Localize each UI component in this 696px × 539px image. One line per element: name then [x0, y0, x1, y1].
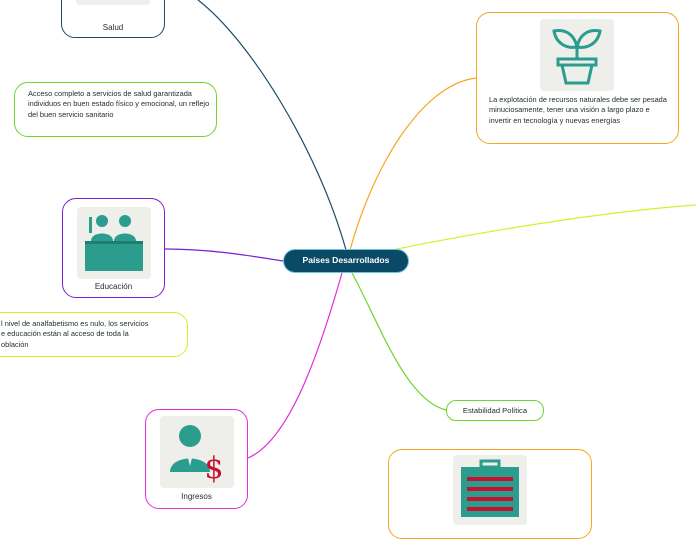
link-educacion — [164, 248, 284, 262]
node-estabilidad-label: Estabilidad Política — [462, 406, 528, 415]
node-educacion[interactable]: Educación — [62, 198, 165, 298]
briefcase-icon — [453, 455, 527, 525]
classroom-icon — [77, 207, 151, 279]
node-salud-desc[interactable]: Acceso completo a servicios de salud gar… — [14, 82, 217, 137]
link-salud — [197, 0, 347, 251]
node-salud-label: Salud — [102, 23, 124, 32]
link-estabilidad — [351, 272, 447, 411]
educacion-desc-text: l nivel de analfabetismo es nulo, los se… — [1, 319, 149, 349]
node-ingresos-label: Ingresos — [181, 492, 212, 501]
salud-desc-text: Acceso completo a servicios de salud gar… — [28, 89, 210, 119]
link-ingresos — [247, 272, 343, 459]
node-ingresos[interactable]: $ Ingresos — [145, 409, 248, 509]
node-economia[interactable] — [388, 449, 592, 539]
medical-icon — [76, 0, 150, 5]
node-estabilidad[interactable]: Estabilidad Política — [446, 400, 544, 421]
svg-text:$: $ — [204, 451, 223, 486]
link-offscreen-yellow — [391, 204, 696, 251]
link-recursos — [349, 77, 477, 251]
plant-icon — [540, 19, 614, 91]
connector-lines — [164, 0, 696, 459]
money-person-icon: $ — [160, 416, 234, 488]
central-topic[interactable]: Países Desarrollados — [283, 249, 409, 273]
recursos-text: La explotación de recursos naturales deb… — [489, 95, 667, 125]
node-educacion-label: Educación — [94, 282, 133, 291]
node-recursos[interactable]: La explotación de recursos naturales deb… — [476, 12, 679, 144]
node-salud[interactable]: Salud — [61, 0, 165, 38]
node-educacion-desc[interactable]: l nivel de analfabetismo es nulo, los se… — [0, 312, 188, 357]
